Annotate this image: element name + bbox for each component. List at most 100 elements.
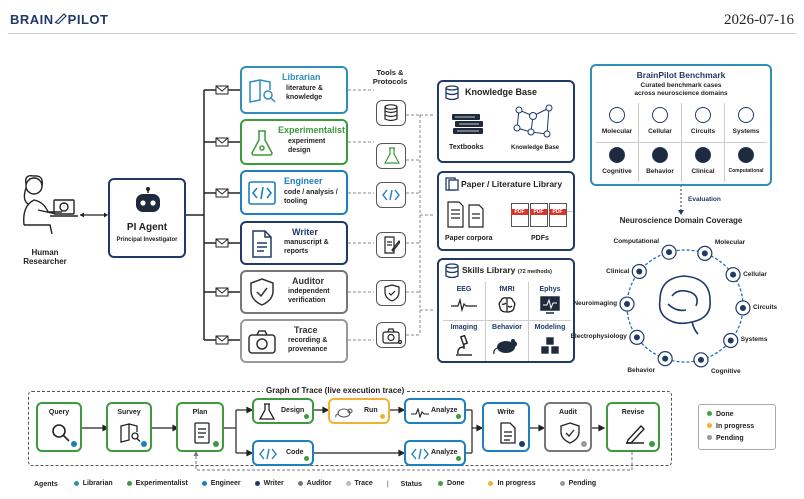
pi-agent-box[interactable]: PI Agent Principal Investigator (108, 178, 186, 258)
tools-title-line1: Tools & (376, 68, 404, 77)
tool-database[interactable] (376, 100, 406, 126)
legend-librarian-label: Librarian (82, 480, 113, 487)
benchmark-sub1: Curated benchmark cases (640, 82, 722, 89)
agent-experimentalist[interactable]: Experimentalist experiment design (240, 119, 348, 165)
trace-node-design[interactable]: Design (252, 398, 314, 424)
domain-icon (624, 301, 631, 308)
paper-library-item1: Paper corpora (445, 235, 493, 242)
trace-node-design-label: Design (281, 407, 305, 414)
benchmark-cell-systems[interactable]: Systems (725, 103, 767, 143)
evaluation-label: Evaluation (688, 196, 721, 203)
skills-library-panel[interactable]: Skills Library (72 methods) EEG fMRI Eph… (437, 258, 575, 363)
domain-label-molecular: Molecular (714, 239, 746, 247)
trace-node-analyze-2[interactable]: Analyze (404, 440, 466, 466)
code-icon (382, 189, 400, 201)
agent-engineer-desc2: tooling (284, 197, 308, 205)
trace-node-plan[interactable]: Plan (176, 402, 224, 452)
agent-librarian[interactable]: Librarian literature & knowledge (240, 66, 348, 114)
agent-auditor-desc2: verification (288, 296, 326, 304)
tool-camera[interactable] (376, 322, 406, 348)
trace-node-revise[interactable]: Revise (606, 402, 660, 452)
code-icon (411, 448, 429, 460)
camera-icon (248, 330, 276, 354)
human-label-line2: Researcher (23, 257, 67, 266)
status-legend: Done In progress Pending (698, 404, 776, 450)
pdf-ellipsis: ... (567, 207, 573, 214)
domain-icon (662, 355, 669, 362)
clipboard-icon (695, 147, 711, 163)
benchmark-cell-clinical[interactable]: Clinical (682, 143, 725, 182)
legend-trace: Trace (345, 480, 373, 487)
trace-node-query[interactable]: Query (36, 402, 82, 452)
skill-cell-imaging[interactable]: Imaging (443, 321, 486, 361)
mouse-icon (335, 408, 353, 418)
status-dot (581, 441, 587, 447)
status-legend-done: Done (707, 411, 734, 418)
skill-cell-behavior[interactable]: Behavior (486, 321, 529, 361)
agent-engineer-desc: code / analysis / tooling (284, 189, 338, 206)
agent-auditor-desc: independent verification (288, 288, 330, 305)
skill-cell-fmri[interactable]: fMRI (486, 282, 529, 321)
benchmark-cell-behavior[interactable]: Behavior (639, 143, 682, 182)
trace-node-write[interactable]: Write (482, 402, 530, 452)
agent-engineer[interactable]: Engineer code / analysis / tooling (240, 170, 348, 215)
brand-pen-icon (54, 12, 68, 27)
tool-code[interactable] (376, 182, 406, 208)
agent-trace-desc: recording & provenance (288, 337, 327, 354)
benchmark-title: BrainPilot Benchmark (636, 70, 726, 80)
database-icon (384, 104, 398, 122)
skill-cell-ephys[interactable]: Ephys (529, 282, 571, 321)
tool-flask[interactable] (376, 143, 406, 169)
domain-icon (636, 268, 643, 275)
domain-label-clinical: Clinical (606, 267, 630, 275)
legend-status-inprogress: In progress (488, 480, 536, 487)
benchmark-cell-cognitive[interactable]: Cognitive (596, 143, 639, 182)
benchmark-cell-cellular[interactable]: Cellular (639, 103, 682, 143)
knowledge-base-item1: Textbooks (449, 144, 484, 151)
skill-cell-modeling[interactable]: Modeling (529, 321, 571, 361)
brain-icon (738, 107, 754, 123)
shield-check-icon (560, 422, 580, 444)
network-graph-icon (513, 104, 553, 138)
benchmark-cell-label: Systems (732, 128, 760, 135)
paper-library-panel[interactable]: Paper / Literature Library Paper corpora… (437, 171, 575, 251)
agent-trace[interactable]: Trace recording & provenance (240, 319, 348, 363)
book-search-icon (249, 79, 276, 103)
mouse-icon (493, 339, 517, 355)
tool-shield[interactable] (376, 280, 406, 306)
legend-status-pending: Pending (559, 480, 596, 487)
agent-auditor[interactable]: Auditor independent verification (240, 270, 348, 314)
tool-pen[interactable] (376, 232, 406, 258)
head-brain-icon (609, 147, 625, 163)
knowledge-base-item2: Knowledge Base (511, 145, 560, 151)
skill-cell-eeg[interactable]: EEG (443, 282, 486, 321)
trace-node-survey[interactable]: Survey (106, 402, 152, 452)
trace-node-code[interactable]: Code (252, 440, 314, 466)
domain-label-computational: Computational (613, 238, 660, 246)
benchmark-cell-computational[interactable]: Computational (725, 143, 767, 182)
domain-label-circuits: Circuits (752, 303, 778, 311)
monitor-icon (540, 296, 560, 314)
document-icon (194, 422, 210, 444)
benchmark-cell-molecular[interactable]: Molecular (596, 103, 639, 143)
agent-trace-name: Trace (294, 325, 318, 335)
waveform-icon (451, 298, 477, 312)
benchmark-cell-label: Computational (728, 168, 764, 174)
envelope-icon (215, 85, 229, 345)
agent-engineer-name: Engineer (284, 176, 323, 186)
status-legend-inprogress-label: In progress (716, 423, 755, 430)
trace-node-write-label: Write (497, 409, 515, 416)
pdf-file-icon: PDF (549, 203, 567, 227)
chip-icon (738, 147, 754, 163)
benchmark-cell-circuits[interactable]: Circuits (682, 103, 725, 143)
status-dot (141, 441, 147, 447)
trace-node-audit[interactable]: Audit (544, 402, 592, 452)
agent-experimentalist-desc2: design (288, 146, 311, 154)
benchmark-panel[interactable]: BrainPilot Benchmark Curated benchmark c… (590, 64, 772, 186)
trace-node-analyze-1[interactable]: Analyze (404, 398, 466, 424)
knowledge-base-panel[interactable]: Knowledge Base Textbooks Knowledge Base (437, 80, 575, 163)
agent-writer[interactable]: Writer manuscript & reports (240, 221, 348, 265)
trace-node-run[interactable]: Run (328, 398, 390, 424)
skills-library-title-text: Skills Library (462, 265, 516, 275)
trace-node-plan-label: Plan (192, 409, 208, 416)
